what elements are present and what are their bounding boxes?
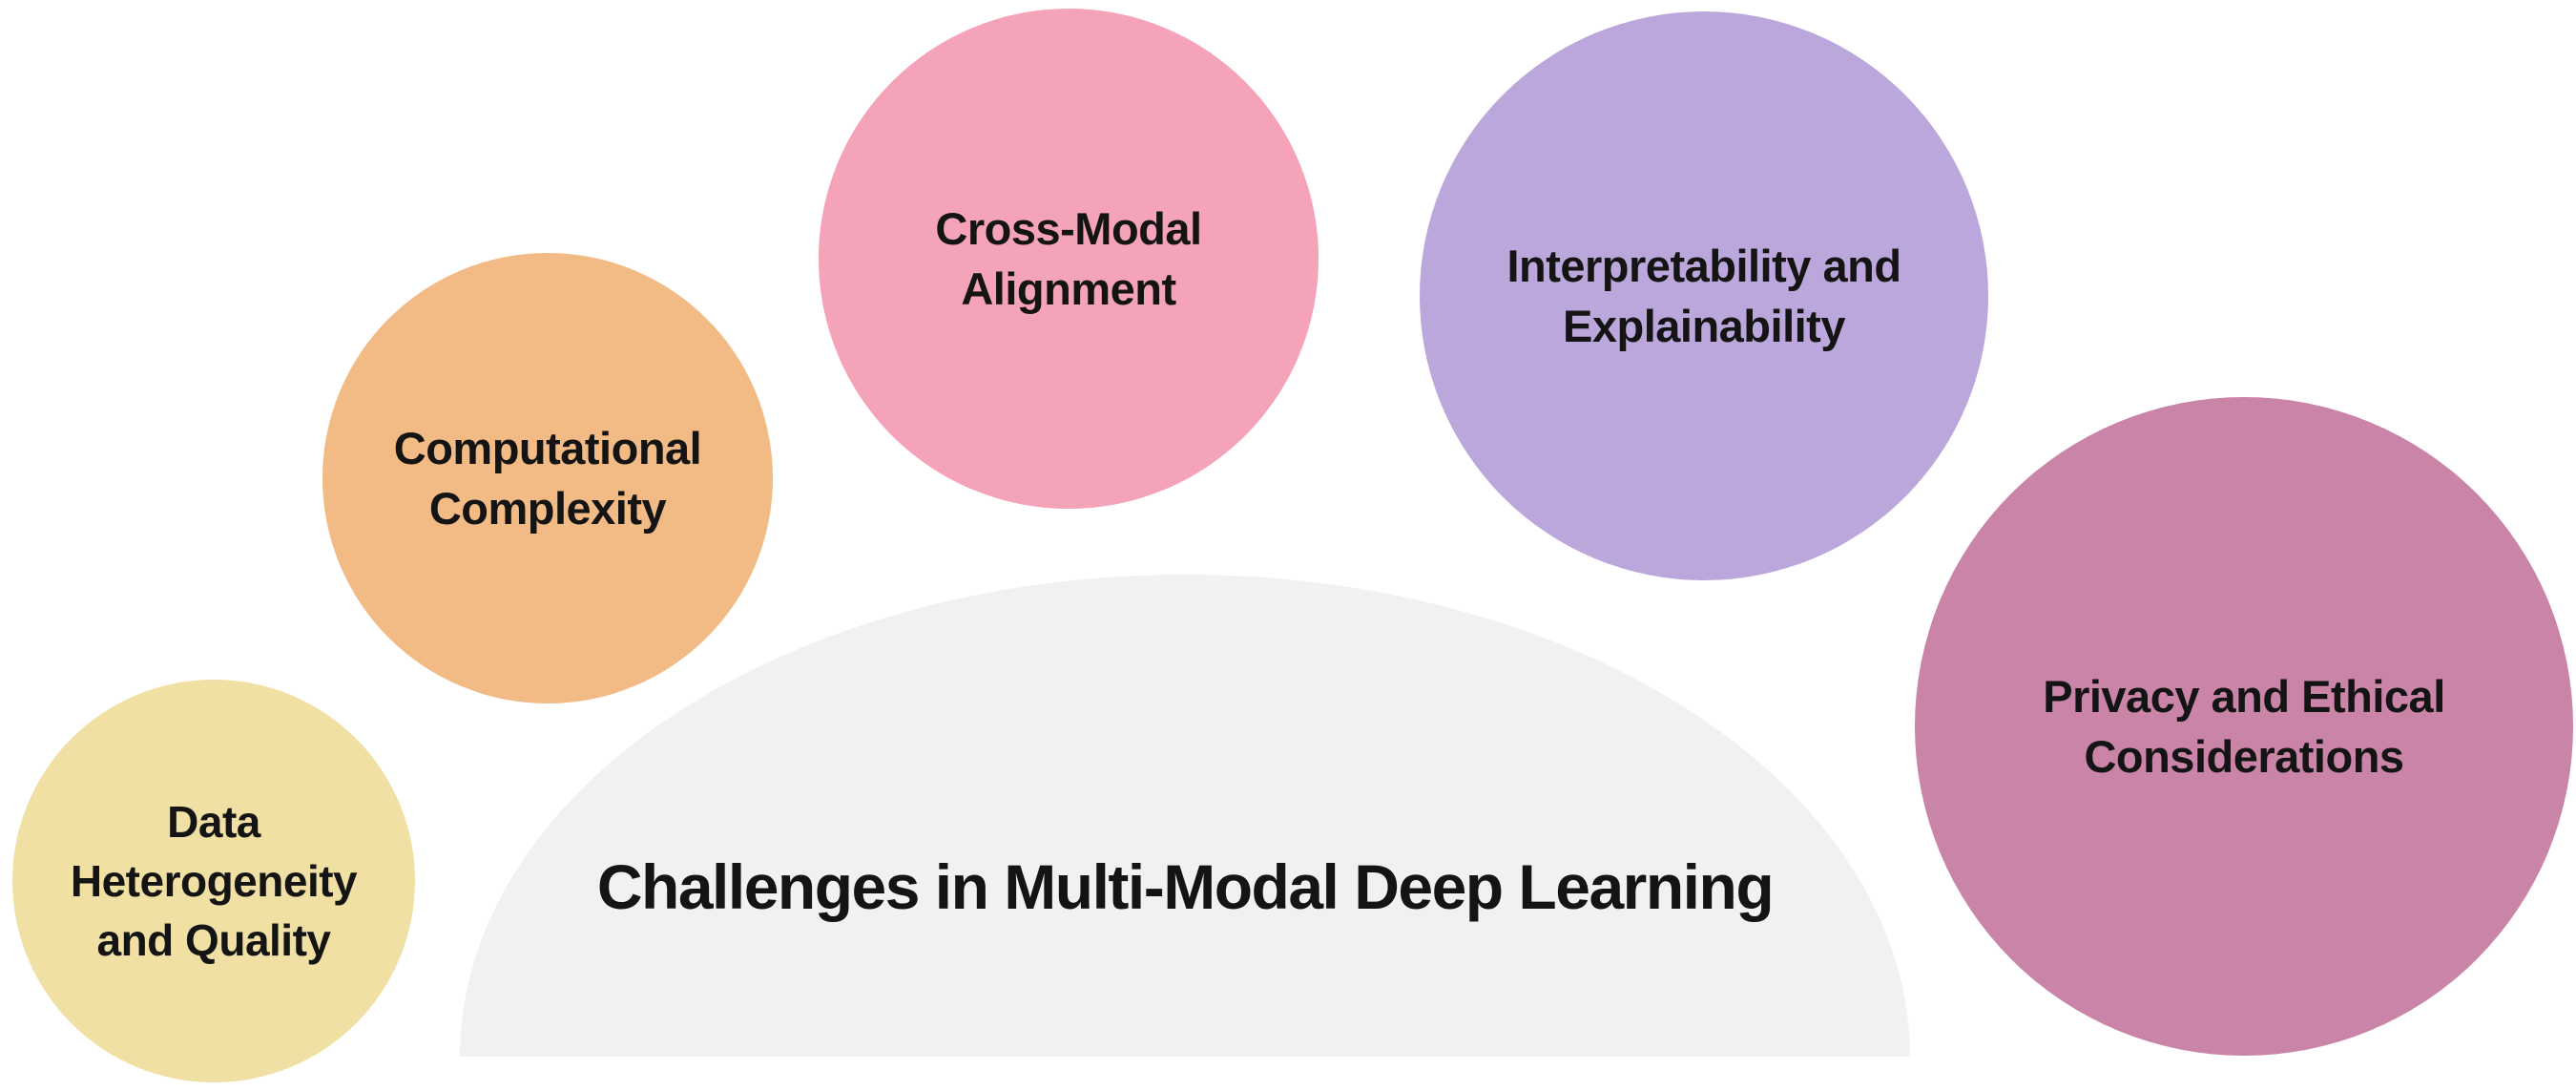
bubble-computational-complexity: Computational Complexity <box>322 253 773 703</box>
bubble-label-privacy-and-ethical-considerations: Privacy and Ethical Considerations <box>2043 670 2445 782</box>
bubble-label-cross-modal-alignment: Cross-Modal Alignment <box>935 202 1202 314</box>
bubble-label-data-heterogeneity-and-quality: Data Heterogeneity and Quality <box>70 796 358 966</box>
bubble-privacy-and-ethical-considerations: Privacy and Ethical Considerations <box>1915 397 2573 1056</box>
bubble-label-interpretability-and-explainability: Interpretability and Explainability <box>1506 240 1901 351</box>
diagram-title: Challenges in Multi-Modal Deep Learning <box>596 851 1775 922</box>
bubble-data-heterogeneity-and-quality: Data Heterogeneity and Quality <box>12 680 415 1082</box>
bubble-interpretability-and-explainability: Interpretability and Explainability <box>1420 11 1988 580</box>
bubble-label-computational-complexity: Computational Complexity <box>393 422 702 534</box>
bubble-cross-modal-alignment: Cross-Modal Alignment <box>819 9 1319 509</box>
